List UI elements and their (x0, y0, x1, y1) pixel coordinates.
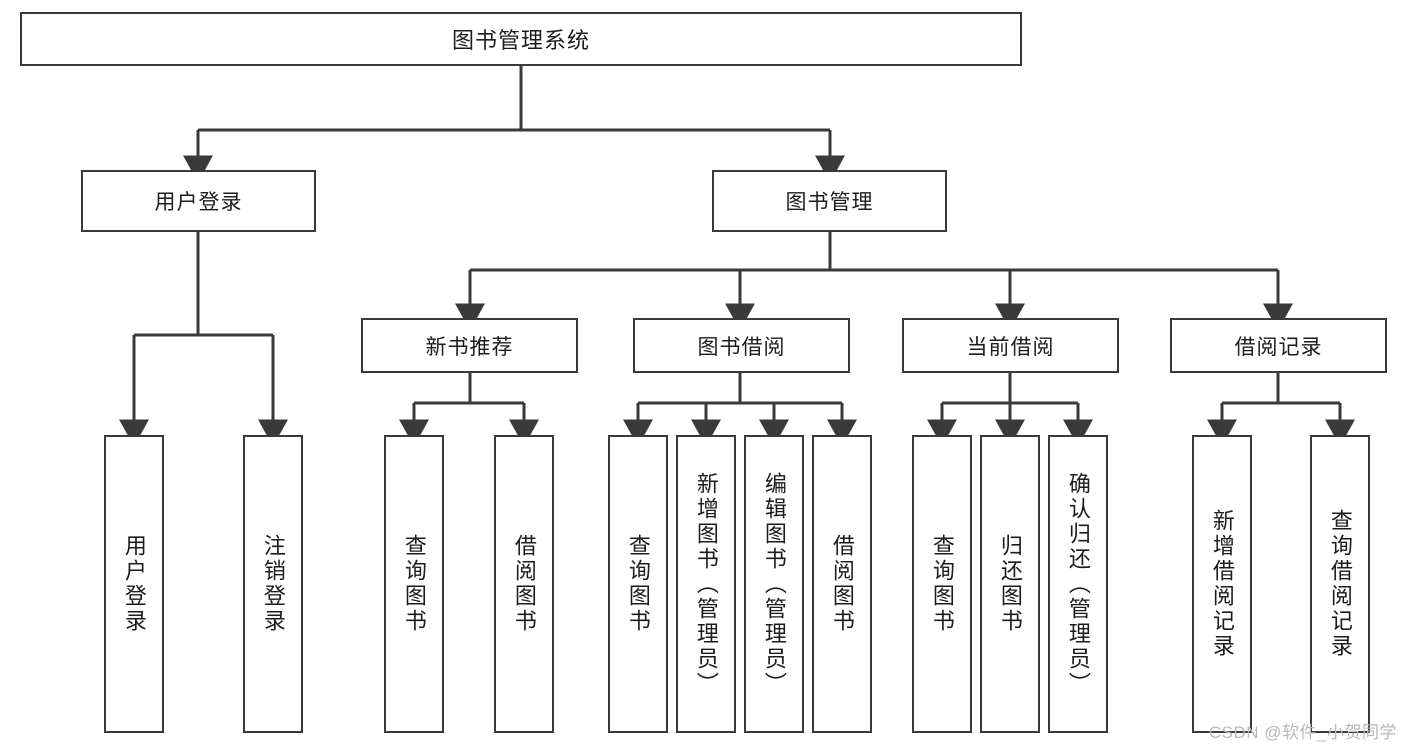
node-root-label: 图书管理系统 (451, 28, 590, 53)
leaf-user-login-1[interactable]: 用户登录 (104, 435, 164, 733)
node-book-borrow[interactable]: 图书借阅 (633, 318, 850, 373)
node-new-book-recommend[interactable]: 新书推荐 (361, 318, 578, 373)
leaf-user-login-2[interactable]: 注销登录 (243, 435, 303, 733)
watermark: CSDN @软件_小贺同学 (1208, 723, 1397, 742)
leaf-book-borrow-4[interactable]: 借阅图书 (812, 435, 872, 733)
leaf-label: 查询图书 (929, 534, 955, 634)
node-book-management-label: 图书管理 (785, 191, 874, 214)
node-borrow-record[interactable]: 借阅记录 (1170, 318, 1387, 373)
leaf-label: 借阅图书 (829, 534, 855, 634)
node-current-borrow-label: 当前借阅 (966, 335, 1055, 359)
leaf-label: 确认归还（管理员） (1065, 471, 1091, 697)
leaf-borrow-record-2[interactable]: 查询借阅记录 (1310, 435, 1370, 733)
leaf-new-book-1[interactable]: 查询图书 (384, 435, 444, 733)
node-book-borrow-label: 图书借阅 (697, 335, 786, 359)
leaf-label: 编辑图书（管理员） (761, 471, 787, 697)
leaf-label: 查询图书 (625, 534, 651, 634)
node-user-login[interactable]: 用户登录 (81, 170, 316, 232)
leaf-label: 归还图书 (997, 534, 1023, 634)
node-book-management[interactable]: 图书管理 (712, 170, 947, 232)
leaf-label: 借阅图书 (511, 534, 537, 634)
node-root[interactable]: 图书管理系统 (20, 12, 1022, 66)
node-current-borrow[interactable]: 当前借阅 (902, 318, 1119, 373)
leaf-current-borrow-1[interactable]: 查询图书 (912, 435, 972, 733)
leaf-label: 查询借阅记录 (1327, 509, 1353, 659)
leaf-label: 新增借阅记录 (1209, 509, 1235, 659)
leaf-book-borrow-2[interactable]: 新增图书（管理员） (676, 435, 736, 733)
leaf-book-borrow-3[interactable]: 编辑图书（管理员） (744, 435, 804, 733)
leaf-new-book-2[interactable]: 借阅图书 (494, 435, 554, 733)
leaf-current-borrow-2[interactable]: 归还图书 (980, 435, 1040, 733)
node-borrow-record-label: 借阅记录 (1234, 335, 1323, 359)
leaf-label: 用户登录 (121, 534, 147, 634)
node-new-book-recommend-label: 新书推荐 (425, 335, 514, 359)
leaf-label: 注销登录 (260, 534, 286, 634)
leaf-current-borrow-3[interactable]: 确认归还（管理员） (1048, 435, 1108, 733)
leaf-borrow-record-1[interactable]: 新增借阅记录 (1192, 435, 1252, 733)
leaf-label: 新增图书（管理员） (693, 471, 719, 697)
leaf-label: 查询图书 (401, 534, 427, 634)
leaf-book-borrow-1[interactable]: 查询图书 (608, 435, 668, 733)
node-user-login-label: 用户登录 (154, 191, 243, 214)
